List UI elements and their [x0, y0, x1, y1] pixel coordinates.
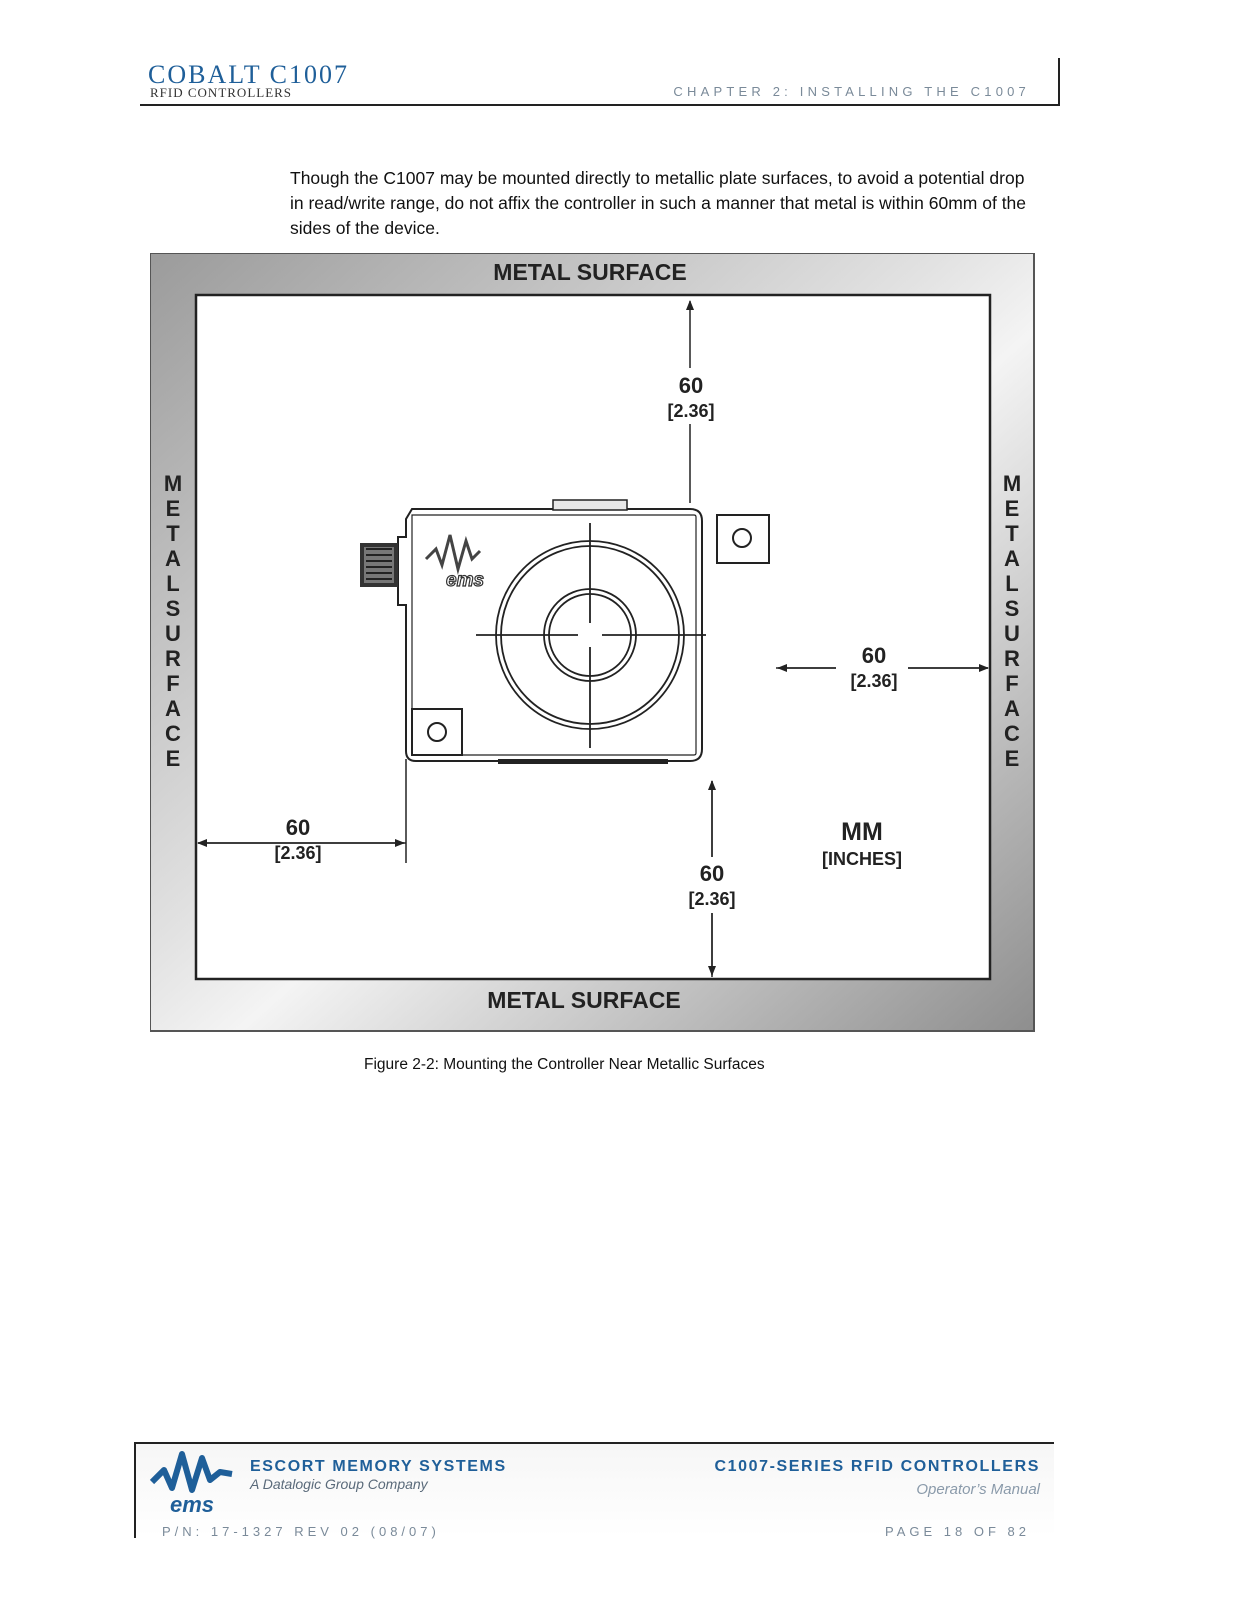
side-label-letter: E — [1005, 496, 1020, 521]
side-label-letter: S — [1005, 596, 1020, 621]
side-label-letter: S — [166, 596, 181, 621]
units-mm-label: MM — [841, 818, 883, 846]
side-label-letter: U — [165, 621, 181, 646]
ems-footer-logo-icon — [149, 1451, 233, 1493]
header-vertical-rule — [1058, 58, 1060, 106]
side-label-letter: L — [1005, 571, 1018, 596]
header-rule — [140, 104, 1060, 106]
side-label-letter: U — [1004, 621, 1020, 646]
chapter-heading: CHAPTER 2: INSTALLING THE C1007 — [673, 84, 1030, 99]
dim-left-in: [2.36] — [274, 843, 321, 863]
company-name: ESCORT MEMORY SYSTEMS — [250, 1458, 507, 1475]
page-number: PAGE 18 OF 82 — [885, 1524, 1030, 1539]
footer-logo-text: ems — [170, 1492, 215, 1517]
side-label-letter: M — [164, 471, 182, 496]
side-label-letter: C — [1004, 721, 1020, 746]
footer-vertical-rule — [134, 1442, 136, 1538]
mounting-hole-bottom-left — [411, 708, 463, 756]
side-label-letter: E — [166, 496, 181, 521]
clear-zone — [194, 293, 992, 981]
units-inches-label: [INCHES] — [822, 849, 902, 869]
dim-bottom-in: [2.36] — [688, 889, 735, 909]
brand-title: COBALT C1007 — [148, 60, 349, 89]
brand-subtitle: RFID CONTROLLERS — [150, 85, 293, 100]
side-label-letter: M — [1003, 471, 1021, 496]
footer-rule — [134, 1442, 1054, 1444]
dim-bottom-mm: 60 — [700, 861, 724, 886]
part-number: P/N: 17-1327 REV 02 (08/07) — [162, 1524, 440, 1539]
dim-right-mm: 60 — [862, 643, 886, 668]
side-label-letter: T — [166, 521, 180, 546]
manual-title: Operator’s Manual — [916, 1481, 1040, 1498]
side-label-letter: T — [1005, 521, 1019, 546]
side-label-letter: A — [1004, 546, 1020, 571]
ems-logo-icon: ems — [424, 534, 485, 592]
side-label-letter: E — [1005, 746, 1020, 771]
side-label-letter: A — [165, 546, 181, 571]
side-label-letter: F — [166, 671, 179, 696]
svg-text:ems: ems — [446, 570, 484, 591]
antenna-crosshair — [476, 523, 706, 748]
company-tagline: A Datalogic Group Company — [250, 1476, 428, 1492]
mounting-figure: METAL SURFACE METAL SURFACE METALSURFACE… — [150, 253, 1035, 1032]
figure-caption: Figure 2-2: Mounting the Controller Near… — [364, 1056, 765, 1073]
dim-right-in: [2.36] — [850, 671, 897, 691]
dim-top-mm: 60 — [679, 373, 703, 398]
mounting-hole-top-right — [716, 514, 770, 564]
side-label-letter: F — [1005, 671, 1018, 696]
side-label-letter: E — [166, 746, 181, 771]
side-label-letter: A — [1004, 696, 1020, 721]
side-label-letter: R — [1004, 646, 1020, 671]
product-series: C1007-SERIES RFID CONTROLLERS — [714, 1458, 1040, 1475]
body-paragraph: Though the C1007 may be mounted directly… — [290, 168, 1027, 238]
metal-surface-bottom-label: METAL SURFACE — [487, 987, 680, 1013]
connector-icon — [360, 543, 398, 587]
side-label-letter: C — [165, 721, 181, 746]
side-label-letter: A — [165, 696, 181, 721]
side-label-letter: L — [166, 571, 179, 596]
dim-top-in: [2.36] — [667, 401, 714, 421]
footer-background — [136, 1444, 1054, 1536]
dim-left-mm: 60 — [286, 815, 310, 840]
side-label-letter: R — [165, 646, 181, 671]
device-top-tab — [552, 499, 628, 511]
metal-surface-top-label: METAL SURFACE — [493, 259, 686, 285]
device-bottom-tab — [498, 759, 668, 764]
